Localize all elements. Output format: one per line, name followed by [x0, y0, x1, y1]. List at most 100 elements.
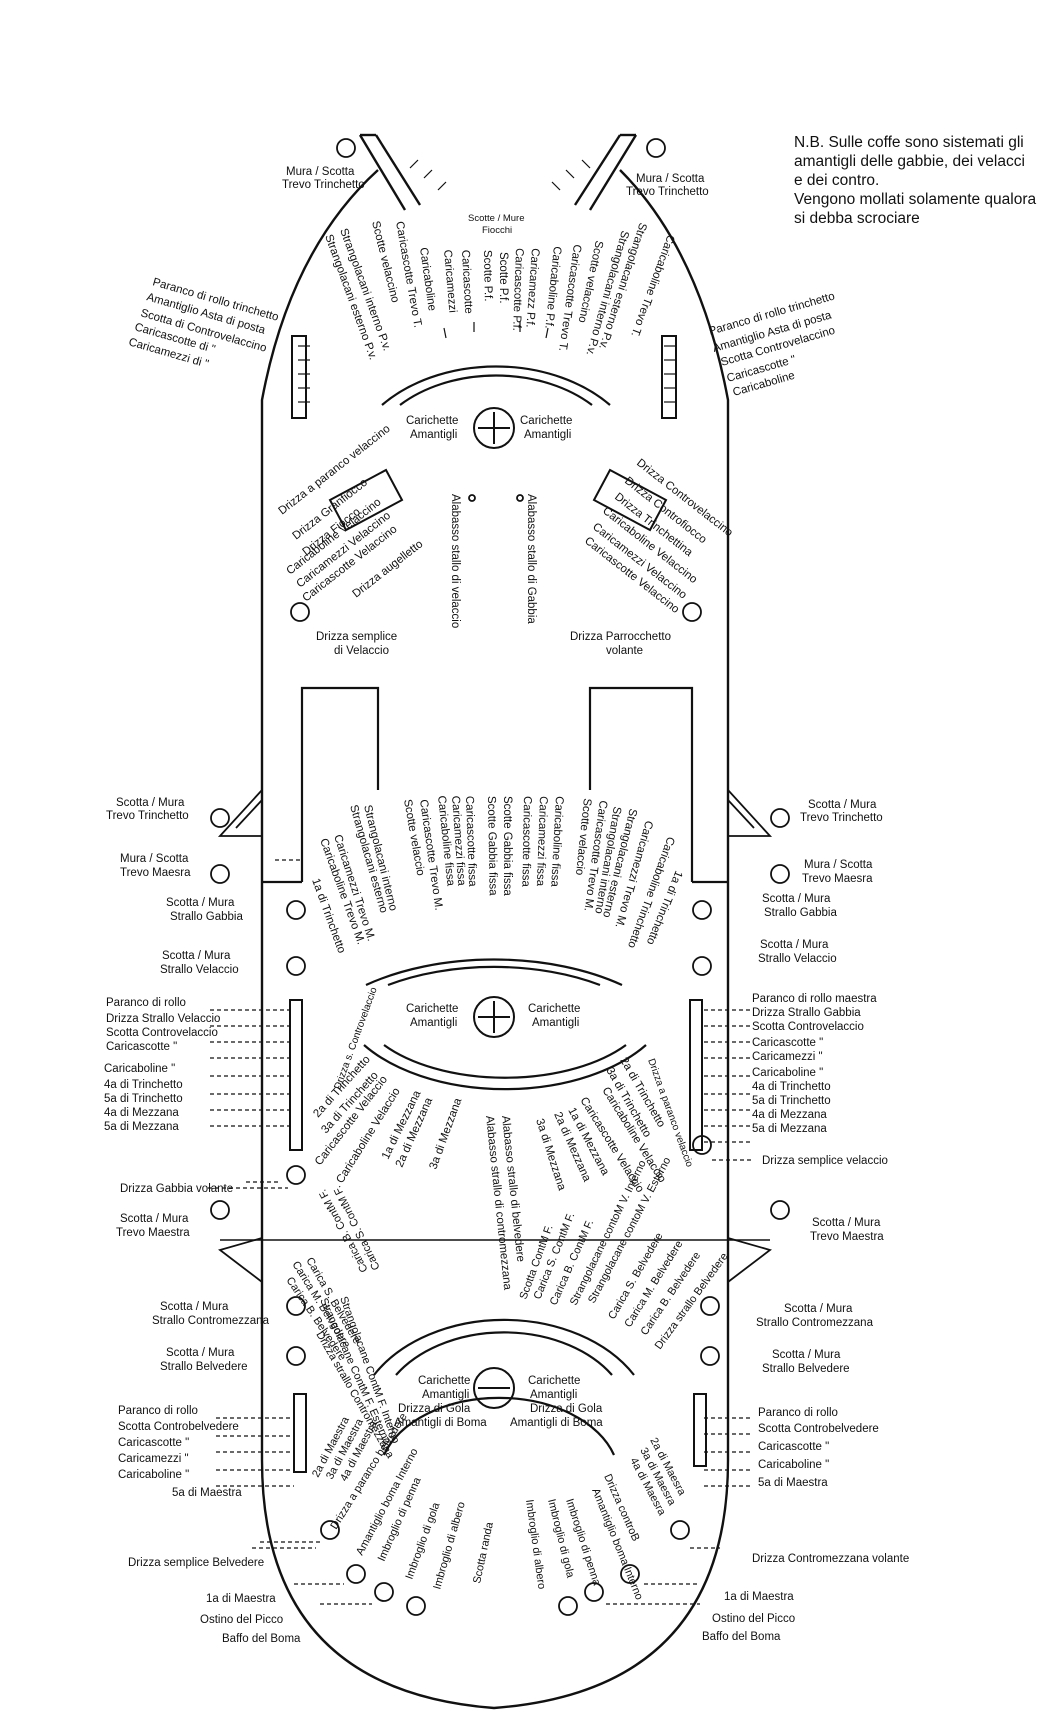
fore-bitt-right-1: Carichette [520, 415, 572, 427]
main-arc-11: Scotte Gabbia fissa [501, 796, 513, 896]
main-rail-left-7: 5a di Trinchetto [104, 1093, 183, 1105]
aft-rail-right-3: Caricascotte " [758, 1441, 829, 1453]
main-rail-right-10: 5a di Mezzana [752, 1123, 827, 1135]
aft-rail-left-1: Paranco di rollo [118, 1405, 198, 1417]
note-line-4: Vengono mollati solamente qualora [794, 191, 1037, 208]
aft-bitt-left-3: Drizza di Gola [398, 1403, 471, 1415]
main-sheet-right-1: Scotta / Mura [812, 1217, 881, 1229]
main-right-1b: Trevo Trinchetto [800, 812, 883, 824]
main-left-1b: Trevo Trinchetto [106, 810, 189, 822]
aft-bitt-right-2: Amantigli [530, 1389, 577, 1401]
main-left-4a: Scotta / Mura [162, 950, 231, 962]
aft-halyard-right: Drizza Contromezzana volante [752, 1553, 909, 1565]
main-arc-9: Caricascotte fissa [463, 796, 478, 888]
mast-bitts [473, 407, 515, 1409]
note-box: N.B. Sulle coffe sono sistemati gli aman… [794, 133, 1054, 228]
main-rail-left-8: 4a di Mezzana [104, 1107, 179, 1119]
main-right-2b: Trevo Maesra [802, 873, 873, 885]
aft-rail-left-6: 5a di Maestra [172, 1487, 242, 1499]
main-sheet-left-2: Trevo Maestra [116, 1227, 190, 1239]
main-rail-right-9: 4a di Mezzana [752, 1109, 827, 1121]
main-lower-left-8: 3a di Mezzana [428, 1096, 465, 1171]
fore-halyard-left-2: di Velaccio [334, 645, 389, 657]
aft-fan-left-9: Scotta randa [471, 1520, 496, 1584]
aft-bottom-right-1: 1a di Maestra [724, 1591, 794, 1603]
jib-sheets-2: Fiocchi [482, 225, 512, 236]
aft-rail-left-4: Caricamezzi " [118, 1453, 189, 1465]
fore-bitt-right-2: Amantigli [524, 429, 571, 441]
main-rail-left-9: 5a di Mezzana [104, 1121, 179, 1133]
main-left-3a: Scotta / Mura [166, 897, 235, 909]
deckhouse [262, 686, 728, 884]
fore-stay-left: Alabasso stallo di velaccio [449, 494, 461, 628]
aft-left-2a: Scotta / Mura [166, 1347, 235, 1359]
chain-plates [217, 789, 773, 1283]
main-rail-right-8: 5a di Trinchetto [752, 1095, 831, 1107]
aft-bitt-left-2: Amantigli [422, 1389, 469, 1401]
fore-arc-left-6: Caricamezzi [441, 249, 458, 313]
main-rail-left-5: Caricaboline " [104, 1063, 175, 1075]
main-arc-13: Caricamezzi fissa [534, 796, 549, 887]
main-right-2a: Mura / Scotta [804, 859, 873, 871]
main-rail-left-1: Paranco di rollo [106, 997, 186, 1009]
main-left-2b: Trevo Maesra [120, 867, 191, 879]
fore-arc-left-11: Caricamezz P.f. [523, 248, 541, 328]
label-layer: Mura / Scotta Trevo Trinchetto Mura / Sc… [104, 166, 909, 1645]
main-rail-left-4: Caricascotte " [106, 1041, 177, 1053]
main-bitt-right-1: Carichette [528, 1003, 580, 1015]
main-left-1a: Scotta / Mura [116, 797, 185, 809]
fore-arc-left-10: Caricascotte P.f. [510, 248, 525, 331]
fore-arc-left-7: Caricascotte [459, 250, 474, 314]
aft-left-1a: Scotta / Mura [160, 1301, 229, 1313]
leader-lines [208, 859, 752, 1605]
fore-left-corner-1: Mura / Scotta [286, 166, 355, 178]
aft-bottom-left-2: Ostino del Picco [200, 1614, 283, 1626]
main-rail-right-7: 4a di Trinchetto [752, 1081, 831, 1093]
fore-arc-left-4: Caricascotte Trevo T. [393, 220, 424, 328]
fore-halyard-right-1: Drizza Parrocchetto [570, 631, 671, 643]
main-rail-right-6: Caricaboline " [752, 1067, 823, 1079]
main-right-1a: Scotta / Mura [808, 799, 877, 811]
main-left-2a: Mura / Scotta [120, 853, 189, 865]
note-line-3: e dei contro. [794, 172, 880, 189]
main-halyard-right: Drizza semplice velaccio [762, 1155, 888, 1167]
note-line-2: amantigli delle gabbie, dei velacci [794, 153, 1025, 170]
aft-rail-right-1: Paranco di rollo [758, 1407, 838, 1419]
fore-bitt-left-1: Carichette [406, 415, 458, 427]
main-rail-left-6: 4a di Trinchetto [104, 1079, 183, 1091]
main-rail-right-3: Scotta Controvelaccio [752, 1021, 864, 1033]
jib-sheets-1: Scotte / Mure [468, 213, 525, 224]
main-sheet-left-1: Scotta / Mura [120, 1213, 189, 1225]
aft-right-2b: Strallo Belvedere [762, 1363, 850, 1375]
pin-rails [363, 365, 647, 1456]
main-rail-right-1: Paranco di rollo maestra [752, 993, 877, 1005]
hull-outline [260, 133, 730, 1710]
fore-arc-left-9: Scotte P.f. [497, 252, 509, 304]
aft-right-2a: Scotta / Mura [772, 1349, 841, 1361]
fore-bitt-left-2: Amantigli [410, 429, 457, 441]
aft-bitt-right-4: Amantigli di Boma [510, 1417, 603, 1429]
cleats [210, 138, 790, 1616]
fore-left-corner-2: Trevo Trinchetto [282, 179, 365, 191]
main-arc-10: Scotte Gabbia fissa [485, 796, 499, 897]
main-arc-12: Caricascotte fissa [519, 796, 533, 888]
main-bitt-left-2: Amantigli [410, 1017, 457, 1029]
aft-halyard-left: Drizza semplice Belvedere [128, 1557, 264, 1569]
main-right-3b: Strallo Gabbia [764, 907, 837, 919]
main-bitt-left-1: Carichette [406, 1003, 458, 1015]
main-left-4b: Strallo Velaccio [160, 964, 239, 976]
fore-arc-right-1: Caricaboline P.f. [542, 246, 563, 330]
note-line-5: si debba scrociare [794, 210, 920, 227]
fan-rails-fore [328, 468, 668, 532]
main-rail-right-4: Caricascotte " [752, 1037, 823, 1049]
aft-rail-right-5: 5a di Maestra [758, 1477, 828, 1489]
aft-rail-left-5: Caricaboline " [118, 1469, 189, 1481]
pin-rail-ticks [298, 159, 676, 403]
aft-bottom-left-1: 1a di Maestra [206, 1593, 276, 1605]
fore-halyard-right-2: volante [606, 645, 643, 657]
main-rail-left-3: Scotta Controvelaccio [106, 1027, 218, 1039]
aft-bitt-right-3: Drizza di Gola [530, 1403, 603, 1415]
aft-rail-left-3: Caricascotte " [118, 1437, 189, 1449]
main-right-4a: Scotta / Mura [760, 939, 829, 951]
